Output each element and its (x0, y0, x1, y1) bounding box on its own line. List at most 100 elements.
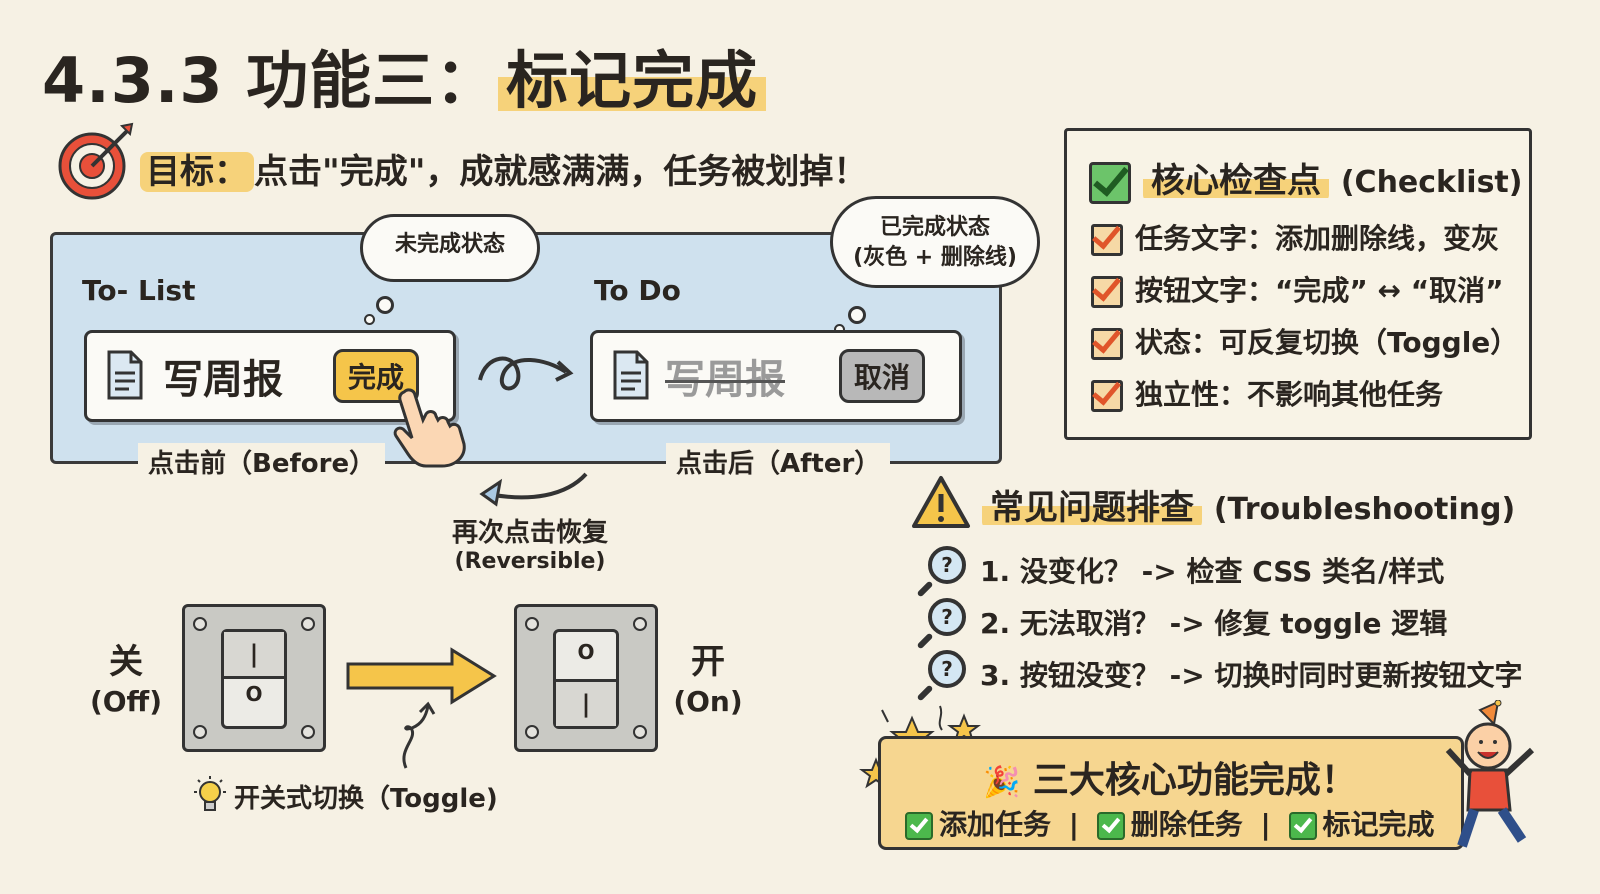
before-thought-text: 未完成状态 (394, 232, 505, 257)
toggle-arrow-icon (346, 647, 497, 705)
screw-icon (525, 725, 539, 739)
on-label: 开 (691, 642, 725, 682)
rocker-mark-zero: O (577, 640, 595, 664)
party-popper-icon: 🎉 (983, 765, 1021, 800)
checklist-box: 核心检查点 (Checklist) 任务文字：添加删除线，变灰 按钮文字：“完成… (1064, 128, 1532, 440)
troubleshooting-item: 2. 无法取消？ -> 修复 toggle 逻辑 (980, 607, 1448, 640)
task-text-struck: 写周报 (665, 357, 785, 403)
banner-separator: | (1068, 808, 1079, 841)
before-caption: 点击前（Before） (138, 443, 386, 480)
after-caption: 点击后（After） (666, 443, 891, 480)
banner-item: 删除任务 (1130, 808, 1243, 841)
check-icon (1091, 380, 1123, 412)
page-title: 4.3.3 功能三：标记完成 (42, 30, 767, 120)
checklist-item-text: 独立性：不影响其他任务 (1135, 378, 1444, 411)
magnifier-handle (916, 580, 934, 598)
checklist-item: 独立性：不影响其他任务 (1091, 373, 1443, 413)
reverse-caption: 再次点击恢复 (Reversible) (430, 512, 630, 574)
reverse-arrow-icon (479, 472, 588, 507)
magnifier-icon: ? (916, 598, 976, 650)
checklist-title-en: (Checklist) (1340, 165, 1523, 200)
troubleshooting-item: 3. 按钮没变？ -> 切换时同时更新按钮文字 (980, 659, 1523, 692)
rocker-mark-one: | (556, 679, 616, 726)
screw-icon (193, 617, 207, 631)
after-thought-line2: (灰色 + 删除线) (853, 245, 1017, 270)
banner-separator: | (1260, 808, 1271, 841)
banner-item: 标记完成 (1322, 808, 1435, 841)
hand-pointer-icon (393, 388, 466, 468)
rocker-mark-one: | (224, 632, 284, 679)
magnifier-handle (916, 684, 934, 702)
goal-text: 点击"完成"，成就感满满，任务被划掉！ (254, 152, 868, 192)
checklist-item-text: 状态：可反复切换（Toggle） (1135, 326, 1519, 359)
warning-icon (912, 476, 970, 528)
big-check-icon (1089, 161, 1131, 204)
goal-line: 目标：点击"完成"，成就感满满，任务被划掉！ (140, 144, 867, 193)
banner-title-row: 🎉 三大核心功能完成！ (983, 751, 1357, 803)
magnifier-handle (916, 632, 934, 650)
check-icon (1091, 328, 1123, 360)
banner-title: 三大核心功能完成！ (1032, 760, 1357, 801)
after-column-title: To Do (594, 274, 681, 307)
green-check-icon (1096, 812, 1125, 840)
completion-banner: 🎉 三大核心功能完成！ 添加任务 | 删除任务 | 标记完成 (878, 736, 1464, 850)
checklist-item: 按钮文字：“完成” ↔ “取消” (1091, 269, 1504, 309)
thought-dot (364, 314, 375, 325)
check-icon (1091, 276, 1123, 308)
reverse-line2: (Reversible) (454, 549, 606, 574)
off-label-group: 关 (Off) (86, 642, 166, 722)
title-highlight: 标记完成 (498, 44, 767, 117)
task-card-before: 写周报 完成 (84, 330, 456, 422)
screw-icon (633, 725, 647, 739)
magnifier-lens: ? (928, 650, 966, 688)
title-number: 4.3.3 功能三： (42, 44, 499, 117)
magnifier-lens: ? (928, 546, 966, 584)
squiggle-arrow-icon (402, 701, 436, 769)
rocker-off: | O (221, 629, 287, 729)
document-icon (107, 350, 143, 400)
target-icon (58, 122, 134, 200)
screw-icon (193, 725, 207, 739)
thought-dot (848, 306, 866, 324)
checklist-item: 任务文字：添加删除线，变灰 (1091, 217, 1499, 257)
check-icon (1091, 224, 1123, 256)
troubleshooting-title: 常见问题排查 (Troubleshooting) (982, 480, 1515, 529)
lightbulb-icon (194, 776, 226, 811)
magnifier-icon: ? (916, 650, 976, 702)
green-check-icon (905, 812, 933, 840)
magnifier-icon: ? (916, 546, 976, 598)
screw-icon (301, 725, 315, 739)
troubleshooting-title-en: (Troubleshooting) (1213, 492, 1516, 527)
on-sub-label: (On) (673, 685, 743, 718)
checklist-item-text: 按钮文字：“完成” ↔ “取消” (1135, 274, 1504, 307)
after-thought-bubble: 已完成状态 (灰色 + 删除线) (830, 196, 1040, 288)
thought-dot (376, 296, 394, 314)
on-label-group: 开 (On) (668, 642, 748, 722)
checklist-title: 核心检查点 (Checklist) (1089, 153, 1522, 204)
switch-on: O | (514, 604, 658, 752)
checklist-item: 状态：可反复切换（Toggle） (1091, 321, 1518, 361)
rocker-on: O | (553, 629, 619, 729)
screw-icon (525, 617, 539, 631)
screw-icon (633, 617, 647, 631)
troubleshooting-item: 1. 没变化？ -> 检查 CSS 类名/样式 (980, 555, 1445, 588)
rocker-mark-zero: O (245, 682, 263, 706)
toggle-caption: 开关式切换（Toggle) (234, 784, 498, 814)
green-check-icon (1288, 812, 1317, 840)
document-icon (613, 350, 649, 400)
magnifier-lens: ? (928, 598, 966, 636)
celebrating-person-icon (1445, 700, 1535, 848)
banner-item: 添加任务 (939, 808, 1052, 841)
goal-label: 目标： (140, 152, 254, 192)
checklist-title-text: 核心检查点 (1143, 161, 1329, 201)
reverse-line1: 再次点击恢复 (451, 518, 608, 548)
off-label: 关 (109, 642, 143, 682)
troubleshooting-title-text: 常见问题排查 (982, 488, 1202, 528)
before-column-title: To- List (82, 274, 196, 307)
screw-icon (301, 617, 315, 631)
task-card-after: 写周报 取消 (590, 330, 962, 422)
transition-arrow-icon (478, 356, 574, 391)
checklist-item-text: 任务文字：添加删除线，变灰 (1135, 222, 1500, 255)
task-text: 写周报 (163, 357, 283, 403)
cancel-button[interactable]: 取消 (839, 349, 926, 403)
